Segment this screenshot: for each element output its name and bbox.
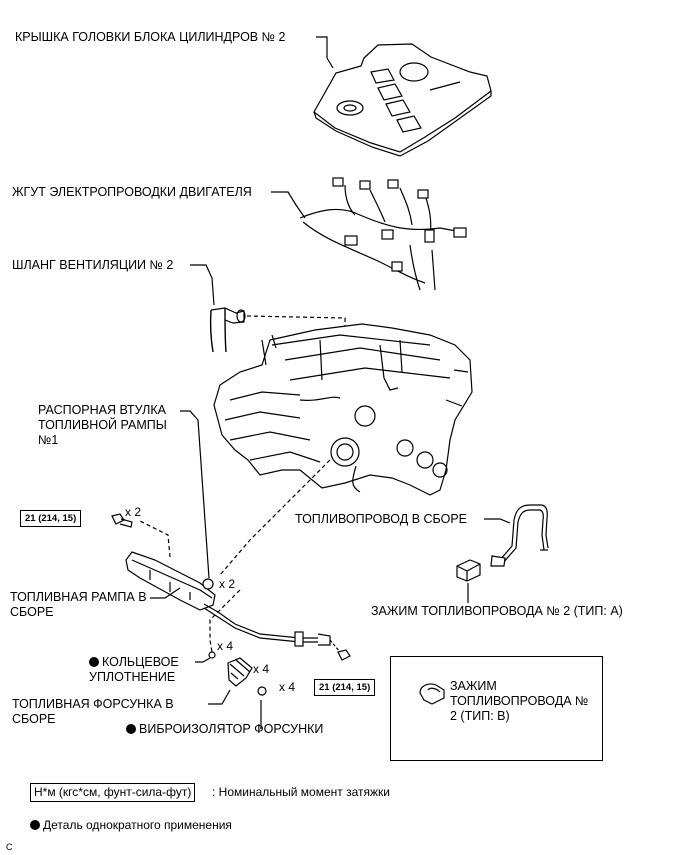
legend-non-reusable-text: Деталь однократного применения [43, 818, 232, 832]
insulator-drawing [257, 686, 267, 696]
label-engine-wire-harness: ЖГУТ ЭЛЕКТРОПРОВОДКИ ДВИГАТЕЛЯ [12, 185, 252, 199]
spacer-drawing [202, 578, 214, 590]
qty-spacers: x 2 [219, 577, 236, 591]
label-cylinder-head-cover: КРЫШКА ГОЛОВКИ БЛОКА ЦИЛИНДРОВ № 2 [15, 30, 286, 44]
qty-orings: x 4 [217, 639, 234, 653]
legend-torque-unit: Н*м (кгс*см, фунт-сила-фут) [30, 783, 196, 802]
legend-torque-desc: : Номинальный момент затяжки [212, 785, 390, 799]
non-reusable-mark [89, 657, 99, 667]
fuel-tube-assembly-drawing [490, 504, 549, 567]
footer-code: C [6, 842, 13, 852]
label-fuel-rail: ТОПЛИВНАЯ РАМПА В СБОРЕ [10, 590, 147, 619]
cylinder-head-cover-drawing [313, 43, 492, 157]
label-insulator-text: ВИБРОИЗОЛЯТОР ФОРСУНКИ [139, 722, 324, 736]
rail-bolt-bottom-drawing [329, 639, 351, 661]
engine-wire-harness-drawing [299, 177, 467, 291]
o-ring-drawing [208, 651, 216, 659]
label-clamp-type-a: ЗАЖИМ ТОПЛИВОПРОВОДА № 2 (ТИП: A) [371, 604, 623, 618]
label-rail-spacer: РАСПОРНАЯ ВТУЛКА ТОПЛИВНОЙ РАМПЫ №1 [38, 403, 167, 447]
fuel-rail-drawing [125, 551, 331, 647]
clamp-type-b-box [390, 656, 603, 761]
non-reusable-mark [126, 724, 136, 734]
non-reusable-mark [30, 820, 40, 830]
legend-non-reusable: Деталь однократного применения [30, 818, 232, 833]
label-o-ring-text: КОЛЬЦЕВОЕ УПЛОТНЕНИЕ [89, 655, 179, 684]
label-fuel-injector: ТОПЛИВНАЯ ФОРСУНКА В СБОРЕ [12, 697, 174, 726]
fuel-injector-drawing [227, 657, 253, 687]
label-fuel-tube-assembly: ТОПЛИВОПРОВОД В СБОРЕ [295, 512, 467, 526]
torque-bolt-top: 21 (214, 15) [20, 510, 82, 527]
engine-drawing [213, 323, 473, 496]
clamp-type-a-drawing [456, 559, 481, 582]
label-injector-insulator: ВИБРОИЗОЛЯТОР ФОРСУНКИ [126, 722, 323, 737]
clamp-type-b-drawing [419, 683, 445, 705]
torque-bolt-bottom: 21 (214, 15) [314, 679, 376, 696]
rail-bolt-top-drawing [111, 513, 133, 528]
ventilation-hose-drawing [209, 307, 246, 353]
qty-insulators: x 4 [279, 680, 296, 694]
label-ventilation-hose: ШЛАНГ ВЕНТИЛЯЦИИ № 2 [12, 258, 174, 272]
qty-injectors: x 4 [253, 662, 270, 676]
label-o-ring: КОЛЬЦЕВОЕ УПЛОТНЕНИЕ [89, 655, 199, 685]
qty-bolts-top: x 2 [125, 505, 142, 519]
label-clamp-type-b: ЗАЖИМ ТОПЛИВОПРОВОДА № 2 (ТИП: B) [450, 679, 589, 723]
